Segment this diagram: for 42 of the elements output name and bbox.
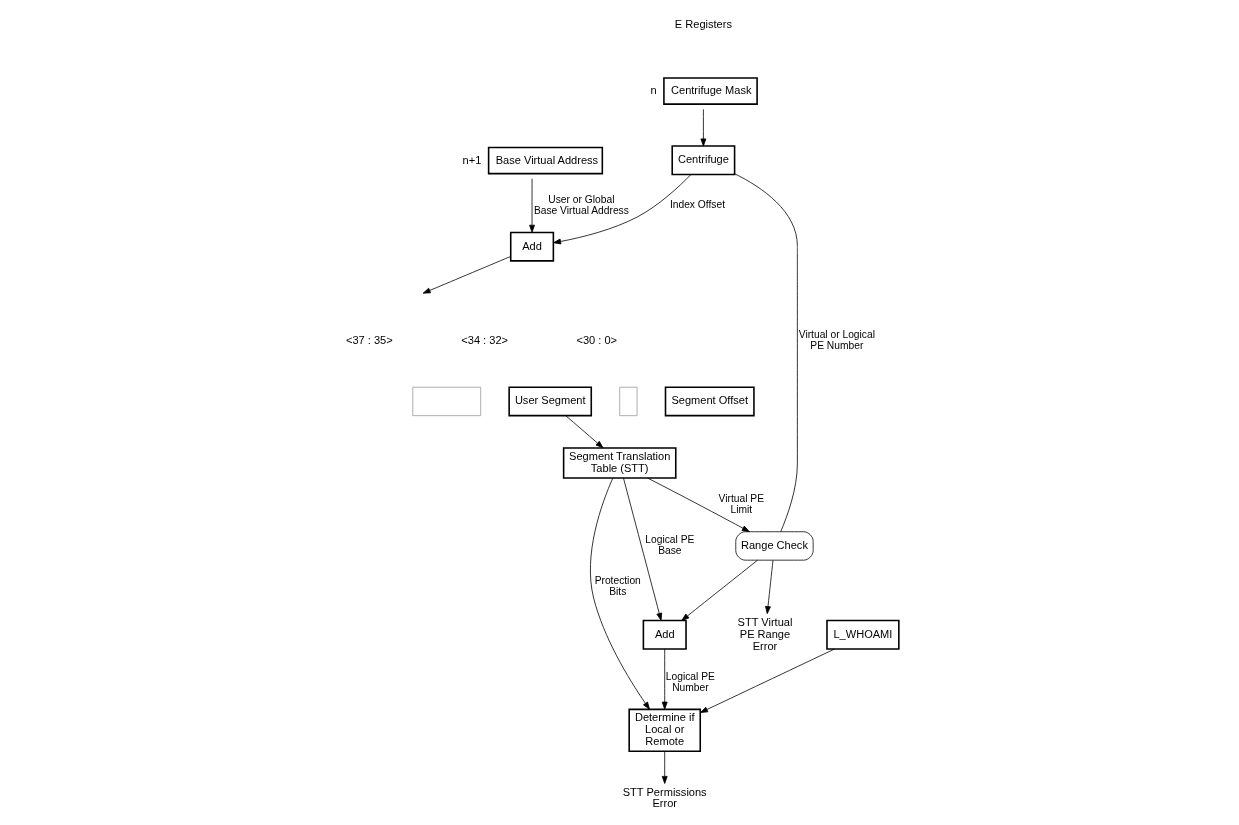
arrow xyxy=(529,178,535,233)
arrow xyxy=(661,648,668,710)
label: <37 : 35> xyxy=(346,333,393,346)
node-box: Range Check xyxy=(735,531,814,561)
arrow xyxy=(700,108,707,147)
node-box: User Segment xyxy=(508,386,593,417)
node-box: Determine if Local or Remote xyxy=(628,708,702,753)
connector xyxy=(734,173,798,533)
arrow xyxy=(623,477,663,621)
arrow xyxy=(681,559,758,621)
node-box: Add xyxy=(642,619,687,650)
node-box: Centrifuge xyxy=(671,145,736,176)
label: E Registers xyxy=(674,18,732,31)
arrow xyxy=(422,256,511,294)
edge-label: User or Global Base Virtual Address xyxy=(533,193,629,216)
label: <30 : 0> xyxy=(576,333,618,346)
edge-label: Logical PE Number xyxy=(665,670,715,693)
arrow xyxy=(700,648,835,713)
arrow xyxy=(553,174,692,245)
arrow xyxy=(765,560,774,615)
edge-label: Protection Bits xyxy=(594,575,641,598)
arrow xyxy=(647,477,750,533)
node-label: n+1 xyxy=(462,153,482,166)
node-box: Segment Translation Table (STT) xyxy=(562,447,677,479)
node-box: L_WHOAMI xyxy=(826,619,900,650)
edge-label: Logical PE Base xyxy=(645,534,695,557)
node-text: STT Permissions Error xyxy=(622,785,707,810)
node-box: Add xyxy=(509,231,555,262)
arrow xyxy=(565,415,604,449)
label: <34 : 32> xyxy=(461,333,509,346)
node-box: Segment Offset xyxy=(664,386,755,417)
node-text: STT Virtual PE Range Error xyxy=(737,615,793,652)
arrow xyxy=(661,751,668,784)
node-label: n xyxy=(650,84,657,97)
node-box xyxy=(412,386,482,417)
node-box: Centrifuge Mask xyxy=(663,77,758,105)
node-box xyxy=(619,386,638,417)
edge-label: Virtual or Logical PE Number xyxy=(798,328,875,351)
edge-label: Index Offset xyxy=(669,199,726,211)
arrow xyxy=(590,477,650,710)
edge-label: Virtual PE Limit xyxy=(718,493,764,516)
node-box: Base Virtual Address xyxy=(487,146,604,175)
